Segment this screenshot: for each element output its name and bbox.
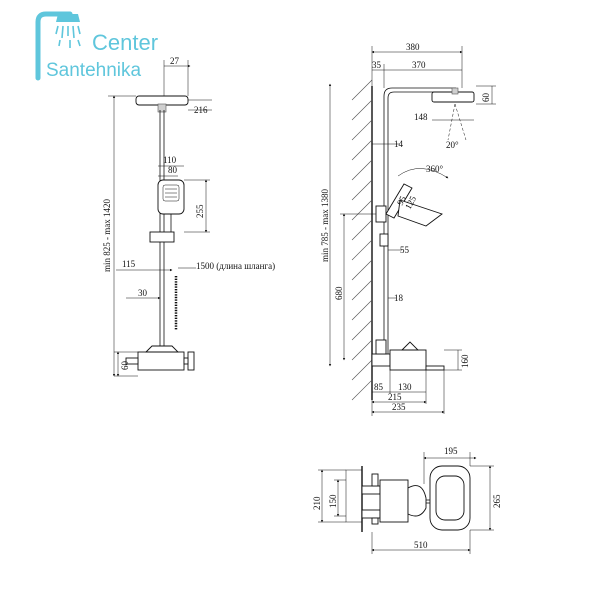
front-view: 27 216 110 80 255 115 1500 (длина шланга…	[102, 56, 275, 377]
dim-130: 130	[398, 382, 412, 392]
dim-160: 160	[460, 354, 470, 368]
dim-255: 255	[195, 204, 205, 218]
height-range-side: min 785 - max 1380	[320, 189, 330, 262]
brand-logo: Center Santehnika	[35, 11, 158, 81]
dim-18: 18	[394, 293, 404, 303]
hand-shower	[157, 179, 185, 232]
dim-35: 35	[372, 60, 382, 70]
dim-210: 210	[312, 496, 322, 510]
rain-head	[135, 95, 189, 106]
height-range-left: min 825 - max 1420	[102, 199, 112, 272]
dim-195: 195	[444, 446, 458, 456]
dim-216: 216	[194, 105, 208, 115]
dim-30: 30	[138, 288, 148, 298]
hose-length: 1500 (длина шланга)	[196, 261, 275, 271]
dim-55: 55	[400, 245, 410, 255]
shower-logo-icon	[35, 11, 81, 81]
dim-27: 27	[170, 56, 180, 66]
dim-215: 215	[388, 392, 402, 402]
dim-115: 115	[122, 259, 136, 269]
mixer-plan	[361, 473, 427, 525]
dim-85: 85	[374, 382, 384, 392]
dim-14: 14	[394, 139, 404, 149]
plan-view: 195 265 210 150 510	[312, 446, 502, 554]
dim-380: 380	[406, 42, 420, 52]
spray-angle: 20°	[446, 140, 459, 150]
dim-80: 80	[168, 165, 178, 175]
wall-hatching	[351, 79, 373, 401]
shower-holder	[149, 231, 175, 243]
rotation-360: 360°	[426, 164, 444, 174]
dim-110: 110	[163, 155, 177, 165]
hand-shower-side	[375, 183, 443, 247]
dim-150: 150	[328, 494, 338, 508]
dim-265: 265	[492, 494, 502, 508]
dim-510: 510	[414, 540, 428, 550]
brand-name-line2: Santehnika	[46, 60, 142, 81]
dim-370: 370	[412, 60, 426, 70]
brand-name-line1: Center	[92, 30, 158, 55]
dim-235: 235	[392, 402, 406, 412]
dim-60-right: 60	[481, 93, 491, 103]
dim-148: 148	[414, 112, 428, 122]
mixer-side	[371, 339, 445, 371]
side-view: 380 35 370 60 148 20° 14 360° 95 125 55 …	[320, 42, 496, 416]
dim-680: 680	[334, 286, 344, 300]
mixer	[125, 345, 195, 371]
dim-60-left: 60	[120, 361, 130, 371]
